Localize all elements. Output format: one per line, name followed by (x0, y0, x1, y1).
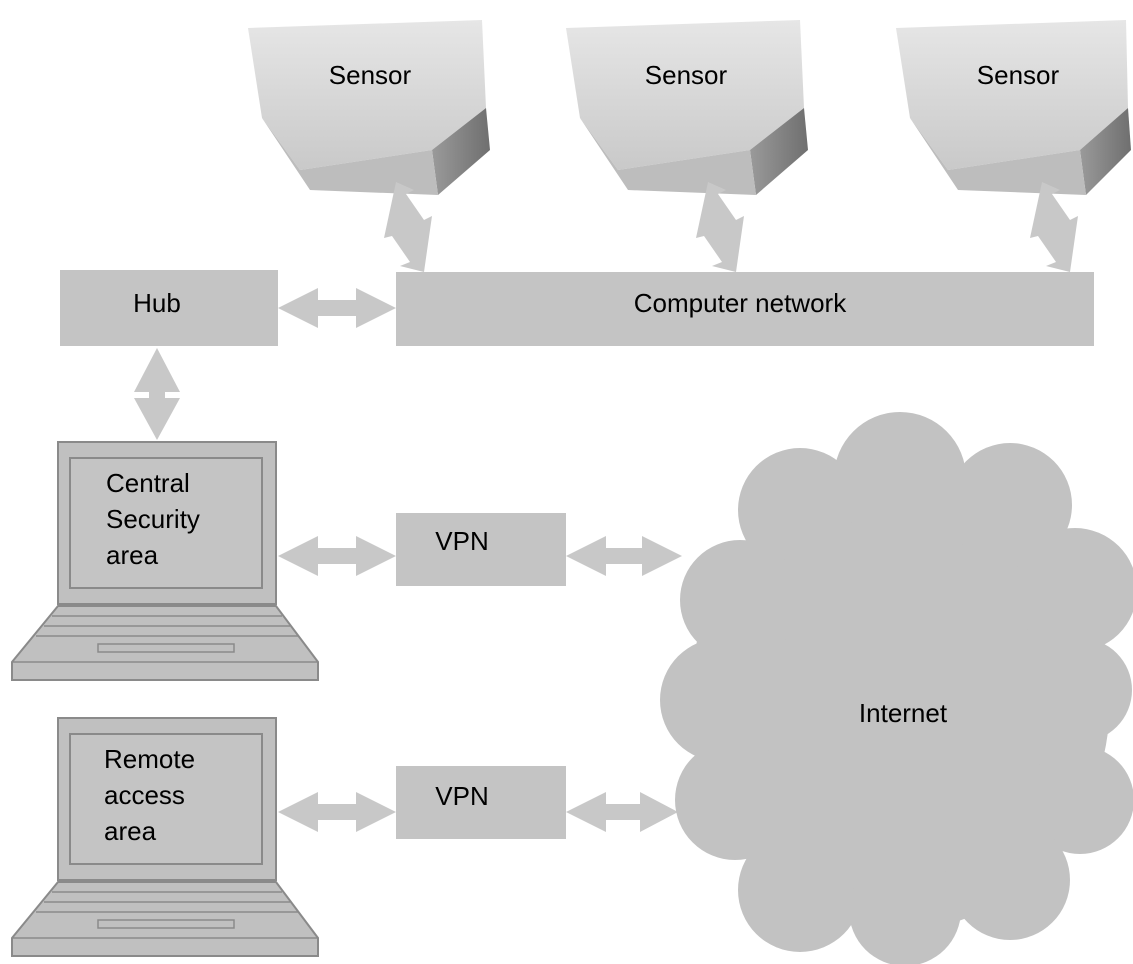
sensor-3-face (896, 20, 1128, 170)
vpn-bottom-box: VPN (396, 766, 566, 839)
sensor-1-face (248, 20, 486, 170)
hub-box: Hub (60, 270, 278, 346)
sensor-2-face (566, 20, 804, 170)
sensor-2-bottom (580, 118, 756, 195)
sensor-1-bottom (262, 118, 438, 195)
sensor-2-side (750, 108, 808, 195)
vpn-internet-arrow-top (566, 536, 682, 576)
central-laptop-label-line-1: Central (106, 468, 190, 498)
sensor-1-arrow (384, 182, 432, 272)
sensor-1: Sensor (248, 20, 490, 195)
sensor-3-label: Sensor (977, 60, 1060, 90)
sensor-2: Sensor (566, 20, 808, 195)
hub-network-arrow (278, 288, 396, 328)
central-laptop-display (69, 457, 263, 589)
remote-vpn-arrow (278, 792, 396, 832)
remote-laptop-label-line-1: Remote (104, 744, 195, 774)
network-label: Computer network (634, 288, 847, 318)
internet-label: Internet (859, 698, 948, 728)
central-laptop-label-line-3: area (106, 540, 159, 570)
vpn-top-box: VPN (396, 513, 566, 586)
hub-label: Hub (133, 288, 181, 318)
sensor-2-arrow (696, 182, 744, 272)
sensor-1-label: Sensor (329, 60, 412, 90)
vpn-internet-arrow-bottom (566, 792, 678, 832)
remote-laptop-display (69, 733, 263, 865)
remote-laptop-label-line-3: area (104, 816, 157, 846)
central-laptop: Central Security area (11, 441, 319, 681)
vpn-top-label: VPN (435, 526, 488, 556)
sensor-3-side (1080, 108, 1131, 195)
network-box: Computer network (396, 272, 1094, 346)
remote-laptop-keyboard (11, 881, 319, 957)
remote-laptop: Remote access area (11, 717, 319, 957)
remote-laptop-label-line-2: access (104, 780, 185, 810)
central-laptop-keyboard (11, 605, 319, 681)
vpn-bottom-label: VPN (435, 781, 488, 811)
sensor-1-side (432, 108, 490, 195)
sensor-3-bottom (910, 118, 1086, 195)
central-vpn-arrow (278, 536, 396, 576)
sensor-3-arrow (1030, 182, 1078, 272)
internet-cloud: Internet (660, 412, 1133, 964)
central-laptop-label-line-2: Security (106, 504, 200, 534)
sensor-2-label: Sensor (645, 60, 728, 90)
hub-laptop-arrow (134, 348, 180, 440)
sensor-3: Sensor (896, 20, 1131, 195)
